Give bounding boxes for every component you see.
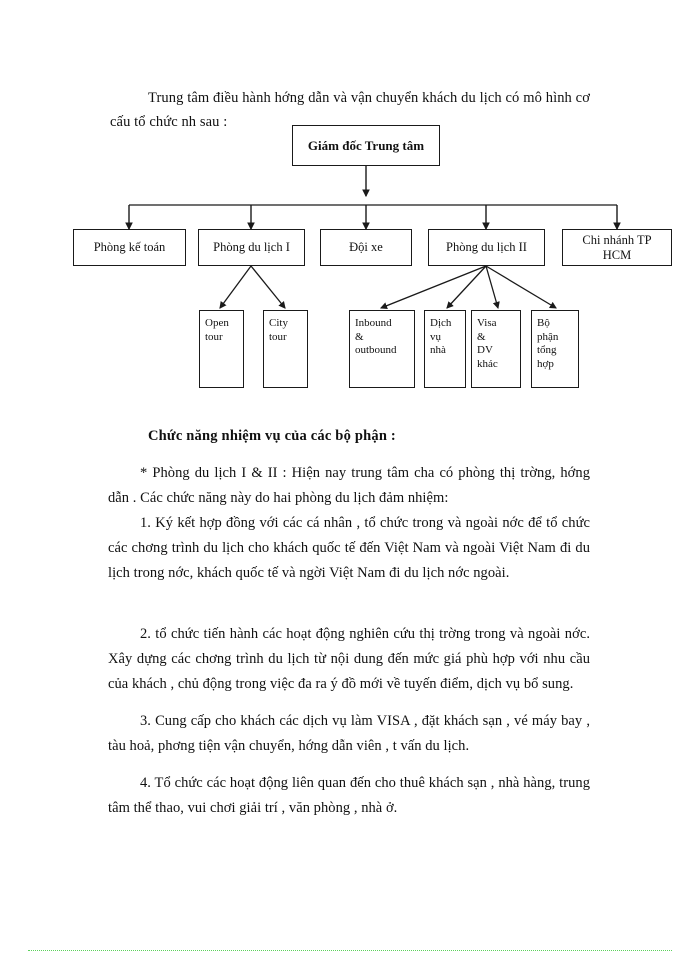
paragraph-item-4: 4. Tổ chức các hoạt động liên quan đến c…: [108, 775, 590, 816]
org-node-inbound-outbound[interactable]: Inbound & outbound: [349, 310, 415, 388]
org-chart-connectors: [125, 166, 621, 310]
org-node-phong-du-lich-2[interactable]: Phòng du lịch II: [428, 229, 545, 266]
intro-paragraph: Trung tâm điều hành hớng dẫn và vận chuy…: [110, 90, 590, 130]
org-node-root[interactable]: Giám đốc Trung tâm: [292, 125, 440, 166]
org-node-dich-vu-nha[interactable]: Dịch vụ nhà: [424, 310, 466, 388]
paragraph-item-2: 2. tổ chức tiến hành các hoạt động nghiê…: [108, 626, 590, 692]
org-node-doi-xe[interactable]: Đội xe: [320, 229, 412, 266]
footer-divider: [28, 950, 672, 952]
org-node-visa-dv-khac[interactable]: Visa & DV khác: [471, 310, 521, 388]
paragraph-item-1: 1. Ký kết hợp đồng với các cá nhân , tổ …: [108, 515, 590, 581]
org-node-bo-phan-tong-hop[interactable]: Bộ phận tổng hợp: [531, 310, 579, 388]
org-node-city-tour[interactable]: City tour: [263, 310, 308, 388]
org-node-phong-du-lich-1[interactable]: Phòng du lịch I: [198, 229, 305, 266]
paragraph-phong-du-lich: * Phòng du lịch I & II : Hiện nay trung …: [108, 465, 590, 506]
paragraph-item-3: 3. Cung cấp cho khách các dịch vụ làm VI…: [108, 713, 590, 754]
org-chart: Giám đốc Trung tâm Phòng kế toán Phòng d…: [0, 0, 700, 400]
org-node-chi-nhanh-tp-hcm[interactable]: Chi nhánh TP HCM: [562, 229, 672, 266]
org-node-open-tour[interactable]: Open tour: [199, 310, 244, 388]
section-heading: Chức năng nhiệm vụ của các bộ phận :: [148, 428, 396, 444]
org-node-phong-ke-toan[interactable]: Phòng kế toán: [73, 229, 186, 266]
